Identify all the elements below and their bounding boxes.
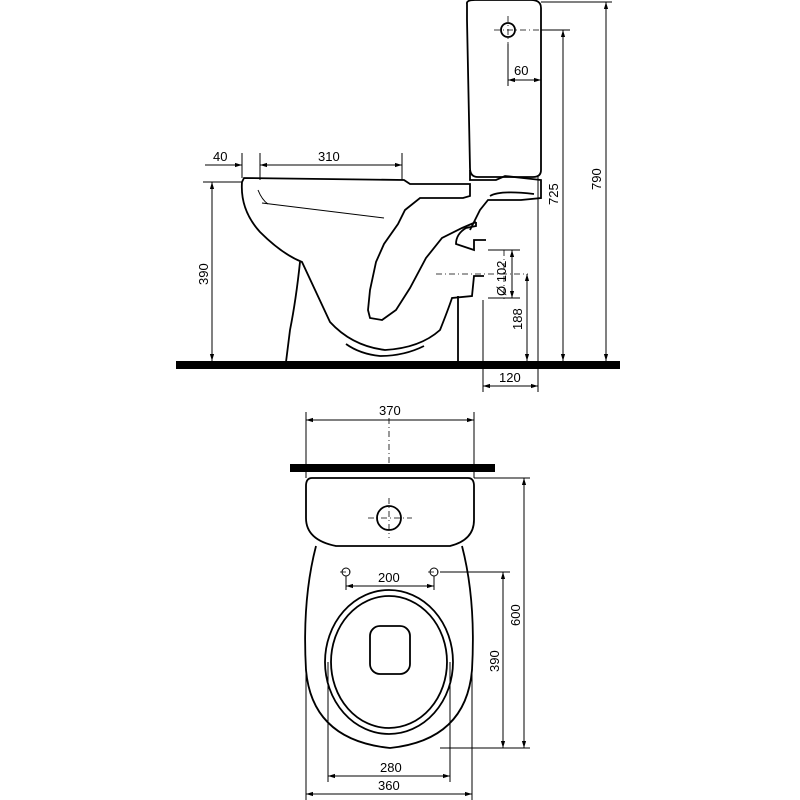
dim-bowl-width: 360 <box>378 778 400 793</box>
bowl-opening <box>369 625 411 675</box>
dim-rim-height: 390 <box>196 263 211 285</box>
dim-bowl-length: 310 <box>318 149 340 164</box>
top-view: 200 370 600 390 280 360 <box>290 403 530 800</box>
dim-fixing-holes: 200 <box>378 570 400 585</box>
cistern-tank <box>466 0 542 178</box>
dim-bowl-depth: 390 <box>487 650 502 672</box>
inlet-connection-icon <box>500 22 516 38</box>
dim-inlet-offset: 60 <box>514 63 528 78</box>
dim-seat-width: 280 <box>380 760 402 775</box>
seat-inner <box>330 595 448 729</box>
outlet-pipe <box>455 222 486 252</box>
floor-line <box>176 361 620 369</box>
dim-outlet-height: 188 <box>510 308 525 330</box>
tank-top-outline <box>305 477 475 547</box>
wall-bar <box>290 464 495 472</box>
side-view: 40 310 390 Ø 102 188 120 60 725 790 <box>176 0 620 392</box>
seat-outer <box>324 589 454 735</box>
bowl-outline <box>304 545 474 749</box>
dim-tank-height: 725 <box>546 183 561 205</box>
bowl-body <box>241 177 477 321</box>
tank-base <box>469 170 542 231</box>
dim-rim-offset: 40 <box>213 149 227 164</box>
dim-outlet-diameter: Ø 102 <box>494 261 509 296</box>
pedestal <box>285 261 301 363</box>
dim-total-height: 790 <box>589 168 604 190</box>
dim-total-depth: 600 <box>508 604 523 626</box>
dim-tank-width: 370 <box>379 403 401 418</box>
dim-outlet-to-wall: 120 <box>499 370 521 385</box>
